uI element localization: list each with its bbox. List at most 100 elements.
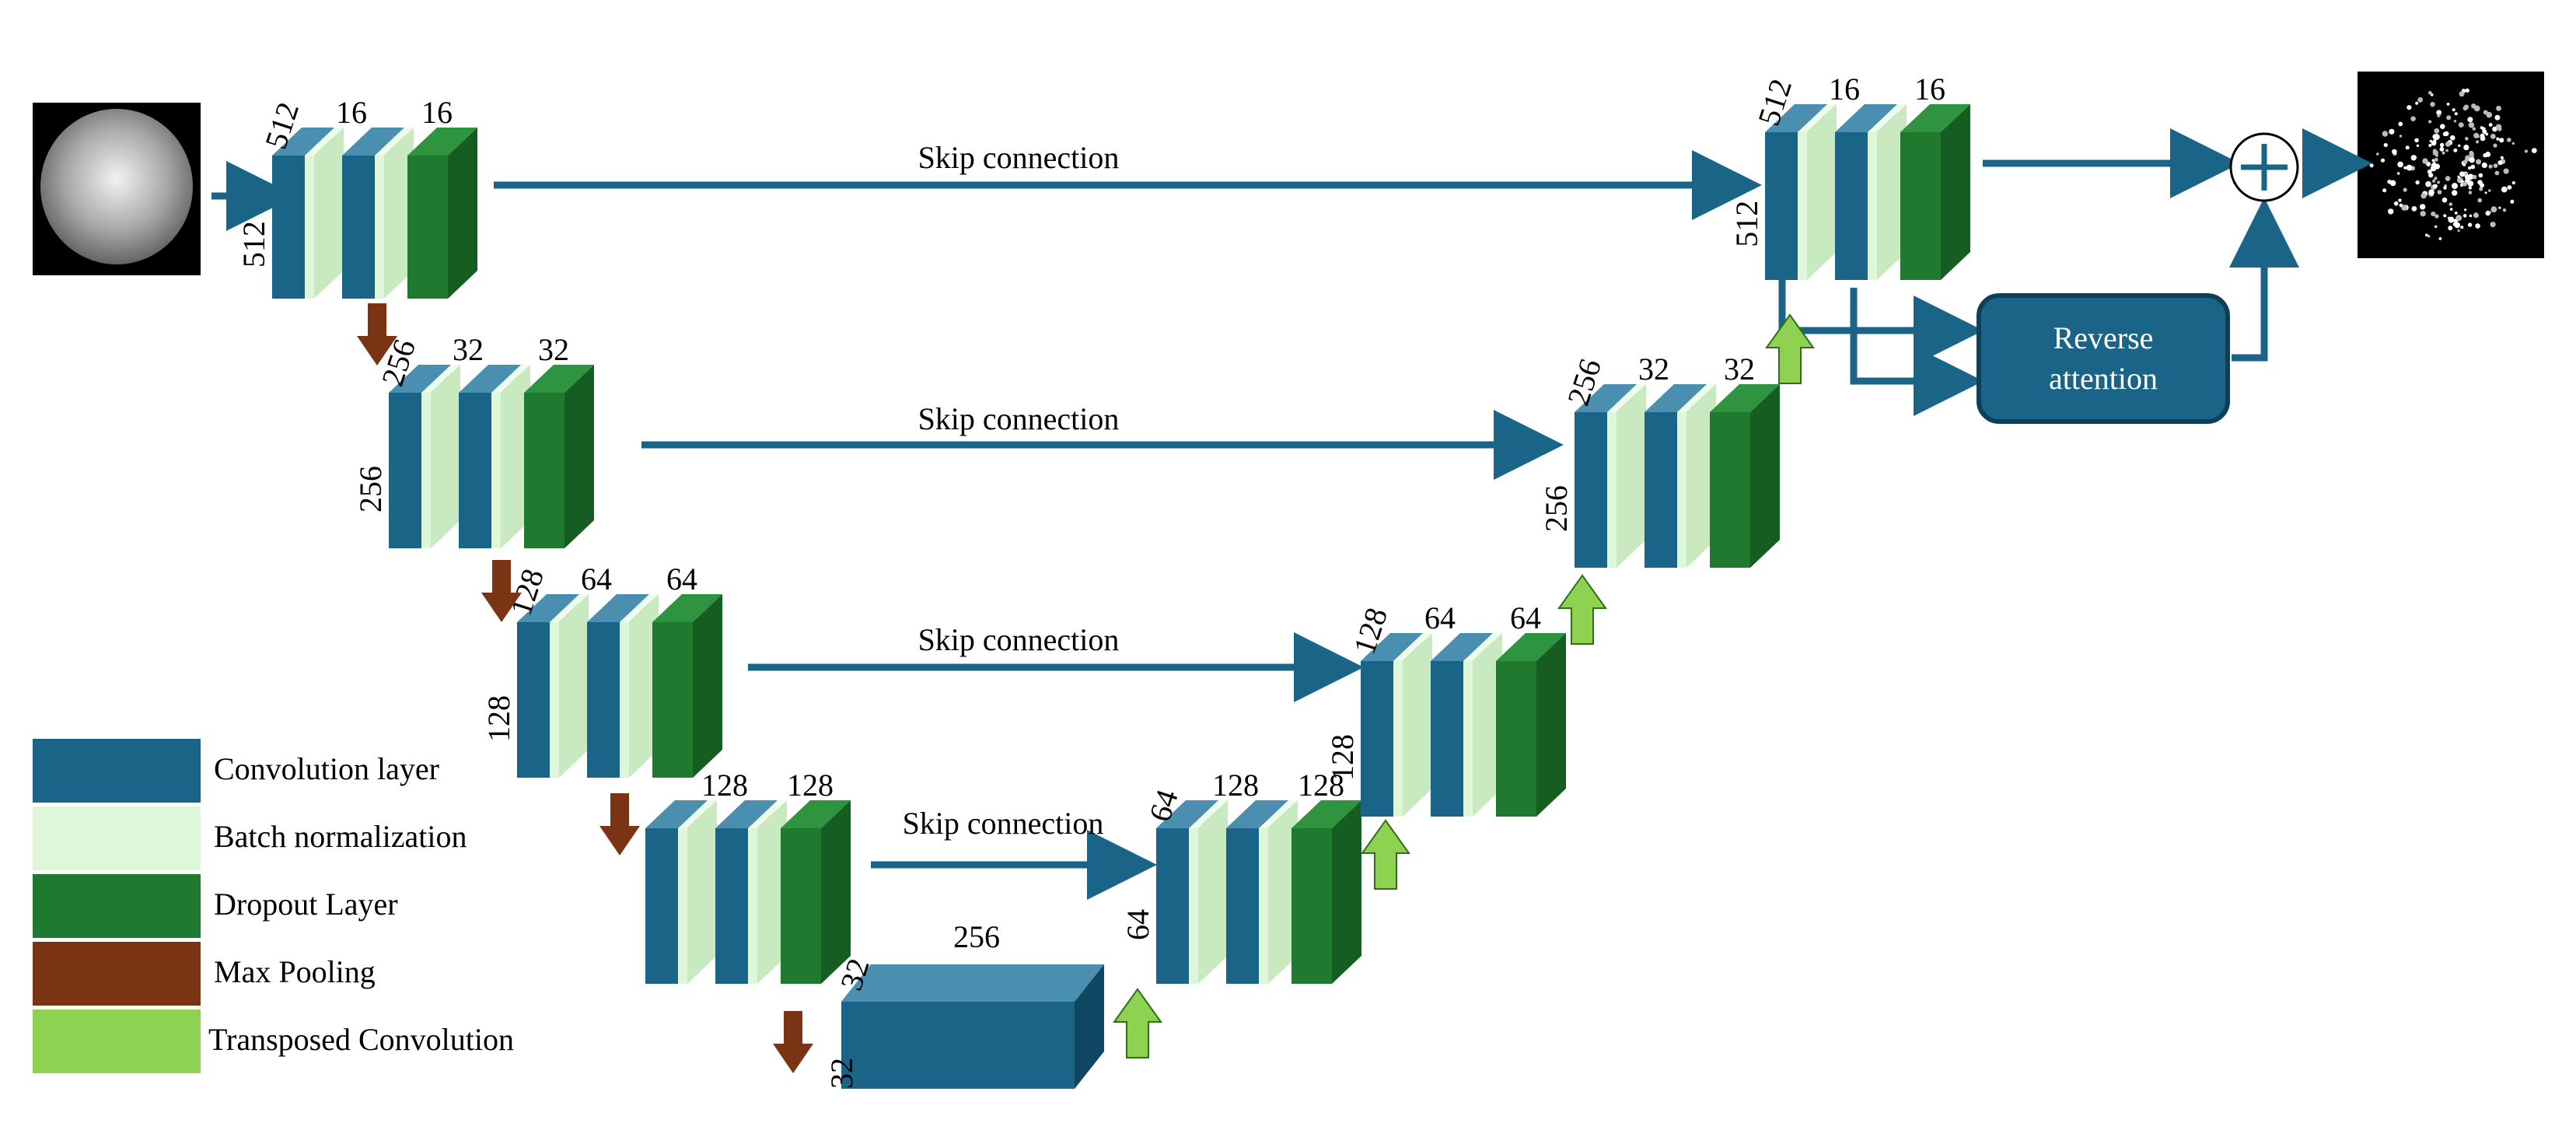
dim-label-depth: 128 bbox=[1325, 734, 1360, 781]
skip-label-4: Skip connection bbox=[903, 806, 1104, 841]
dropout-slab bbox=[524, 365, 594, 548]
convolution-swatch bbox=[33, 739, 201, 803]
legend-label: Convolution layer bbox=[214, 751, 439, 786]
batch-slab bbox=[1259, 800, 1298, 984]
dim-label-ch1: 64 bbox=[581, 562, 612, 596]
transposed-conv-arrow bbox=[1361, 819, 1410, 890]
dim-label-ch1: 128 bbox=[1212, 768, 1259, 803]
dropout-slab bbox=[1710, 384, 1780, 568]
dim-label-ch2: 16 bbox=[421, 95, 453, 130]
bottleneck-top-label: 256 bbox=[953, 919, 1000, 954]
transposed-conv-arrow bbox=[1113, 988, 1162, 1058]
batch-slab bbox=[550, 594, 589, 778]
dropout-slab bbox=[1900, 104, 1970, 280]
batch-norm-swatch bbox=[33, 806, 201, 870]
dropout-slab bbox=[652, 594, 722, 778]
batch-slab bbox=[491, 365, 530, 548]
bottleneck-left-label-2: 32 bbox=[824, 1058, 859, 1089]
dim-label-ch1: 64 bbox=[1424, 600, 1456, 635]
max-pooling-arrow bbox=[357, 303, 397, 366]
dim-label-depth: 256 bbox=[1539, 485, 1574, 532]
transposed-conv-arrow bbox=[1557, 574, 1607, 645]
batch-slab bbox=[1189, 800, 1228, 984]
reverse-attention-box: Reverse attention bbox=[1977, 293, 2230, 424]
batch-slab bbox=[421, 365, 460, 548]
skip-label-3: Skip connection bbox=[918, 622, 1120, 657]
dim-label-ch2: 128 bbox=[787, 768, 834, 803]
dim-label-depth: 128 bbox=[481, 695, 516, 742]
dim-label-depth: 512 bbox=[1729, 201, 1764, 247]
dim-label-ch2: 128 bbox=[1298, 768, 1344, 803]
bottleneck-top-face bbox=[841, 964, 1104, 1002]
dim-label-depth: 256 bbox=[353, 466, 388, 513]
reverse-attention-line-2: attention bbox=[2049, 361, 2158, 396]
batch-slab bbox=[375, 128, 414, 299]
attention-to-sum-arrow bbox=[2229, 198, 2299, 362]
dropout-slab bbox=[781, 800, 851, 984]
batch-slab bbox=[305, 128, 344, 299]
dim-label-ch1: 32 bbox=[453, 332, 484, 367]
dim-label-depth: 64 bbox=[1120, 909, 1155, 940]
bottleneck-block: 256 32 32 bbox=[824, 919, 1104, 1089]
max-pooling-arrow bbox=[599, 793, 640, 855]
dim-label-depth: 512 bbox=[236, 221, 271, 268]
batch-slab bbox=[1798, 104, 1837, 280]
dim-label-ch2: 16 bbox=[1914, 72, 1945, 107]
max-pooling-arrow bbox=[773, 1011, 813, 1073]
layer-block-enc4: 128 128 bbox=[645, 768, 851, 984]
batch-slab bbox=[1868, 104, 1907, 280]
legend-label: Batch normalization bbox=[214, 819, 467, 854]
decoder-to-attention-arrow-1 bbox=[1778, 276, 1984, 366]
dropout-slab bbox=[1496, 633, 1566, 817]
batch-slab bbox=[678, 800, 717, 984]
dim-label-ch1: 16 bbox=[336, 95, 367, 130]
transposed-conv-swatch bbox=[33, 1009, 201, 1073]
batch-slab bbox=[620, 594, 659, 778]
legend-label: Max Pooling bbox=[214, 954, 376, 989]
legend-item: Batch normalization bbox=[33, 806, 467, 870]
max-pooling-arrow bbox=[481, 560, 522, 622]
dim-label-ch1: 16 bbox=[1829, 72, 1860, 107]
reverse-attention-line-1: Reverse bbox=[2053, 320, 2154, 355]
dim-label-ch1: 32 bbox=[1638, 352, 1669, 387]
dim-label-ch2: 32 bbox=[1724, 352, 1755, 387]
legend-label: Dropout Layer bbox=[214, 887, 398, 922]
bottleneck-front-face bbox=[841, 1002, 1075, 1089]
batch-slab bbox=[1607, 384, 1646, 568]
batch-slab bbox=[748, 800, 787, 984]
dropout-swatch bbox=[33, 874, 201, 938]
dim-label-ch2: 64 bbox=[1510, 600, 1541, 635]
batch-slab bbox=[1677, 384, 1716, 568]
plus-circle-icon bbox=[2229, 132, 2299, 202]
batch-slab bbox=[1463, 633, 1502, 817]
flow-arrows bbox=[357, 303, 1815, 1073]
max-pooling-swatch bbox=[33, 942, 201, 1006]
legend-item: Convolution layer bbox=[33, 739, 439, 803]
decoder-to-attention-arrow-2 bbox=[1850, 288, 1984, 416]
input-image bbox=[33, 103, 201, 275]
legend-label: Transposed Convolution bbox=[208, 1022, 514, 1057]
dropout-slab bbox=[1291, 800, 1361, 984]
transposed-conv-arrow bbox=[1765, 313, 1815, 384]
batch-slab bbox=[1393, 633, 1432, 817]
legend-item: Max Pooling bbox=[33, 942, 376, 1006]
dim-label-ch1: 128 bbox=[701, 768, 748, 803]
dropout-slab bbox=[407, 128, 477, 299]
legend-item: Dropout Layer bbox=[33, 874, 398, 938]
output-image bbox=[2358, 72, 2544, 258]
skip-label-1: Skip connection bbox=[918, 140, 1120, 175]
bottleneck-side-face bbox=[1075, 964, 1104, 1089]
dim-label-ch2: 64 bbox=[666, 562, 697, 596]
dim-label-ch2: 32 bbox=[538, 332, 569, 367]
skip-label-2: Skip connection bbox=[918, 401, 1120, 436]
